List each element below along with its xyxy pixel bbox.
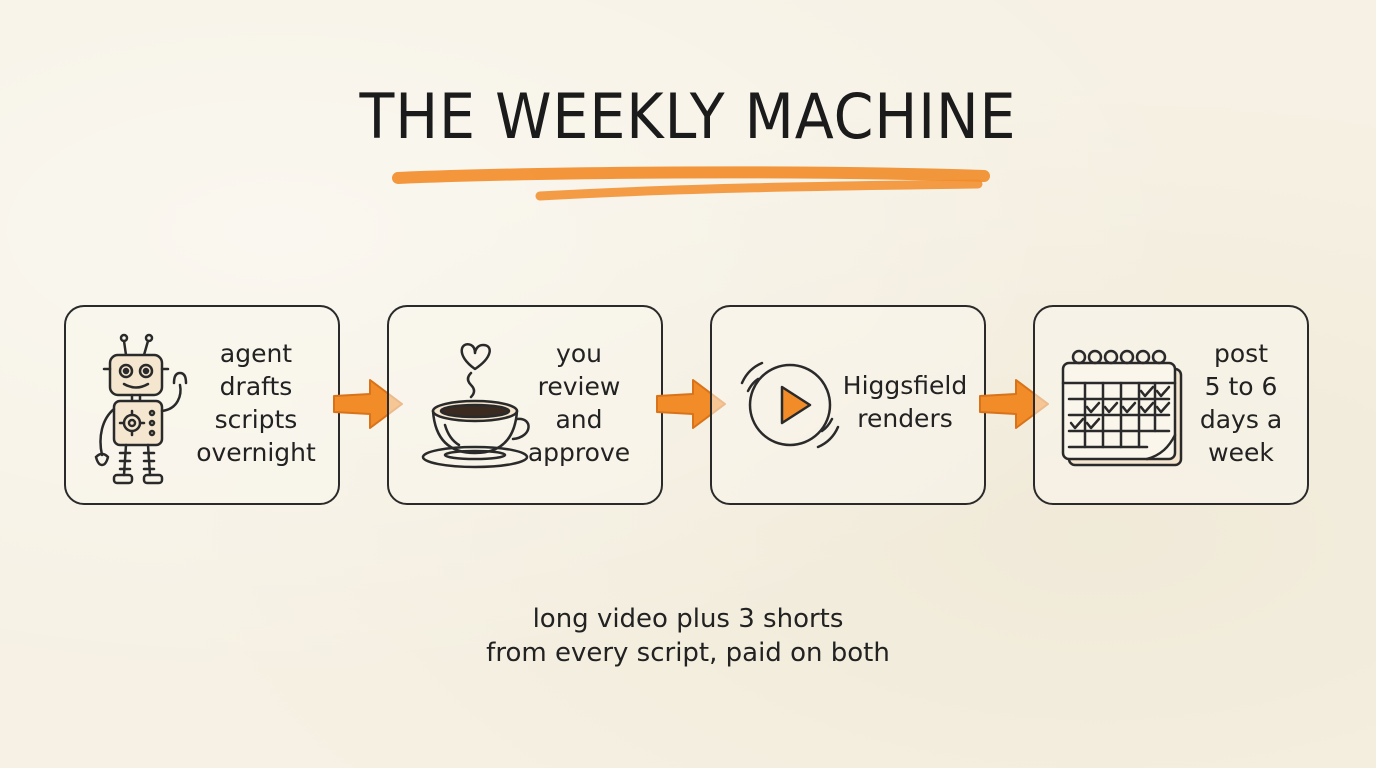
step-card-agent-drafts: agent drafts scripts overnight: [64, 305, 340, 505]
arrow-right-icon: [656, 379, 726, 429]
step-card-review-approve: you review and approve: [387, 305, 663, 505]
step-label: agent drafts scripts overnight: [196, 339, 316, 467]
arrow-right-icon: [979, 379, 1049, 429]
coffee-cup-icon: [421, 343, 530, 469]
caption-line-1: long video plus 3 shorts: [532, 604, 844, 634]
title-underline: [392, 166, 990, 201]
calendar-icon: [1061, 349, 1183, 467]
step-label: Higgsfield renders: [842, 371, 968, 433]
diagram-title: THE WEEKLY MACHINE: [359, 80, 1017, 153]
play-button-icon: [740, 361, 840, 449]
robot-icon: [94, 333, 188, 485]
caption-line-2: from every script, paid on both: [486, 638, 890, 668]
step-label: you review and approve: [527, 339, 631, 467]
step-label: post 5 to 6 days a week: [1199, 339, 1283, 467]
arrow-right-icon: [333, 379, 403, 429]
step-card-post-days: post 5 to 6 days a week: [1033, 305, 1309, 505]
step-card-higgsfield-renders: Higgsfield renders: [710, 305, 986, 505]
